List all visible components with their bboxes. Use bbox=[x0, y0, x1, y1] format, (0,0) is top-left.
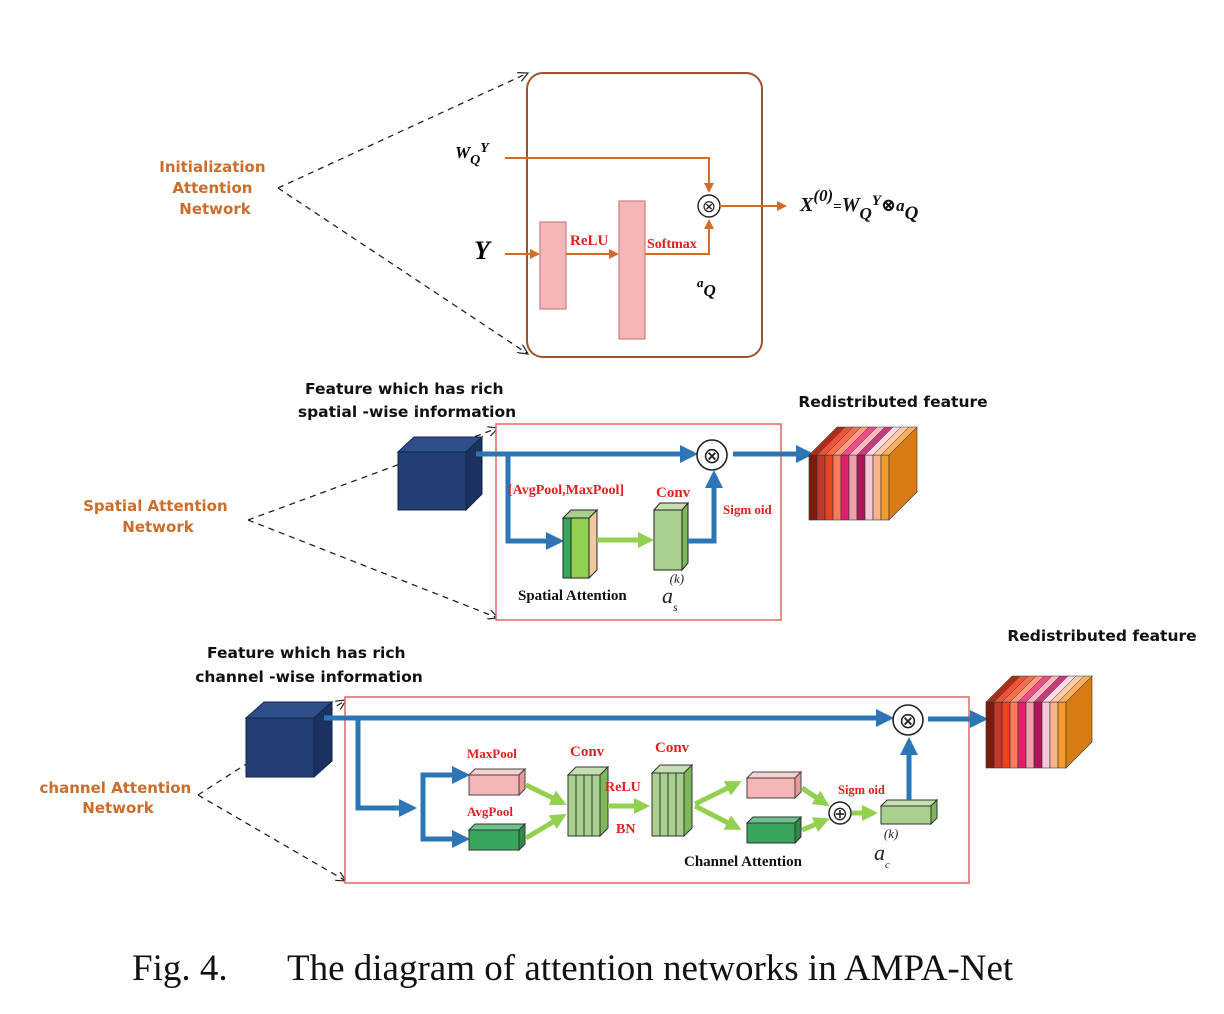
add-icon bbox=[828, 801, 852, 825]
init-pointer-line-bottom bbox=[277, 187, 528, 354]
avgpool-to-conv-arrow bbox=[524, 813, 567, 841]
avgpool-label: AvgPool bbox=[467, 804, 513, 819]
channel-down-arrow bbox=[355, 718, 417, 817]
add-symbol: ⊕ bbox=[832, 803, 848, 825]
channel-feature-label: Feature which has rich channel -wise inf… bbox=[195, 644, 423, 686]
spatial-conv-block bbox=[652, 501, 690, 572]
channel-input-cube bbox=[244, 700, 334, 779]
figure-number: Fig. 4. bbox=[132, 948, 228, 989]
spatial-down-arrow bbox=[505, 454, 564, 550]
init-multiply-symbol: ⊗ bbox=[702, 197, 716, 217]
maxpool-label: MaxPool bbox=[467, 746, 517, 761]
softmax-label: Softmax bbox=[647, 237, 697, 252]
channel-attention-network: Feature which has rich channel -wise inf… bbox=[40, 627, 1197, 884]
channel-output-label: Redistributed feature bbox=[1007, 627, 1196, 645]
maxpool-to-conv-arrow bbox=[524, 782, 567, 806]
init-pointer-line-top bbox=[277, 73, 528, 189]
channel-attention-label: Channel Attention bbox=[684, 854, 803, 870]
conv1-label: Conv bbox=[570, 744, 605, 760]
channel-a-label: ac(k) bbox=[874, 826, 898, 871]
channel-redistributed-cube bbox=[985, 675, 1093, 769]
channel-multiply-icon bbox=[892, 704, 924, 736]
conv2-to-upper-arrow bbox=[693, 780, 742, 807]
softmax-arrow bbox=[645, 219, 714, 255]
conv2-to-lower-arrow bbox=[693, 803, 742, 831]
spatial-sigmoid-label: Sigm oid bbox=[723, 502, 773, 517]
avgpool-block bbox=[467, 822, 527, 852]
init-side-label: Initialization Attention Network bbox=[159, 158, 271, 218]
y-input-label: Y bbox=[474, 236, 492, 265]
spatial-feature-label: Feature which has rich spatial -wise inf… bbox=[298, 380, 516, 421]
spatial-input-cube bbox=[396, 435, 484, 512]
channel-relu-label: ReLU bbox=[605, 780, 641, 795]
relu-label: ReLU bbox=[570, 233, 608, 249]
channel-upper-block bbox=[745, 770, 803, 800]
to-avgpool-arrow bbox=[420, 808, 470, 848]
initialization-attention-network: Initialization Attention Network WQY Y R… bbox=[159, 72, 919, 358]
spatial-attention-network: Feature which has rich spatial -wise inf… bbox=[83, 380, 988, 621]
figure-caption: The diagram of attention networks in AMP… bbox=[287, 948, 1014, 989]
to-maxpool-arrow bbox=[420, 766, 470, 808]
lower-to-add-arrow bbox=[801, 817, 830, 833]
channel-lower-block bbox=[745, 815, 803, 845]
channel-pointer-line-bottom bbox=[197, 794, 346, 881]
pool-label: [AvgPool,MaxPool] bbox=[508, 483, 624, 498]
spatial-multiply-icon bbox=[696, 439, 728, 471]
spatial-module-box bbox=[495, 423, 782, 621]
spatial-a-label: as(k) bbox=[662, 571, 684, 614]
spatial-multiply-symbol: ⊗ bbox=[703, 444, 721, 469]
conv1-block bbox=[566, 765, 610, 838]
wqy-arrow bbox=[505, 157, 714, 193]
spatial-pointer-line-bottom bbox=[247, 519, 498, 618]
aq-label: aQ bbox=[697, 275, 716, 300]
init-output-formula: X(0)=WQY⊗aQ bbox=[799, 186, 919, 224]
maxpool-block bbox=[467, 767, 527, 797]
upper-to-add-arrow bbox=[800, 785, 830, 807]
spatial-conv-label: Conv bbox=[656, 485, 691, 501]
channel-multiply-symbol: ⊗ bbox=[899, 709, 917, 734]
sigmoid-arrow-spatial bbox=[688, 470, 723, 544]
spatial-attention-block bbox=[561, 508, 599, 580]
spatial-attention-label: Spatial Attention bbox=[518, 588, 627, 604]
bn-label: BN bbox=[616, 822, 635, 837]
channel-side-label: channel Attention Network bbox=[40, 779, 197, 817]
conv2-label: Conv bbox=[655, 740, 690, 756]
wqy-input-label: WQY bbox=[455, 141, 490, 168]
spatial-output-label: Redistributed feature bbox=[798, 393, 987, 411]
spatial-redistributed-cube bbox=[808, 426, 918, 521]
channel-weight-block bbox=[879, 798, 939, 826]
conv2-block bbox=[650, 763, 694, 838]
channel-sigmoid-label: Sigm oid bbox=[838, 783, 885, 797]
init-layer-2 bbox=[618, 200, 646, 340]
spatial-side-label: Spatial Attention Network bbox=[83, 497, 233, 536]
init-layer-1 bbox=[539, 221, 567, 310]
